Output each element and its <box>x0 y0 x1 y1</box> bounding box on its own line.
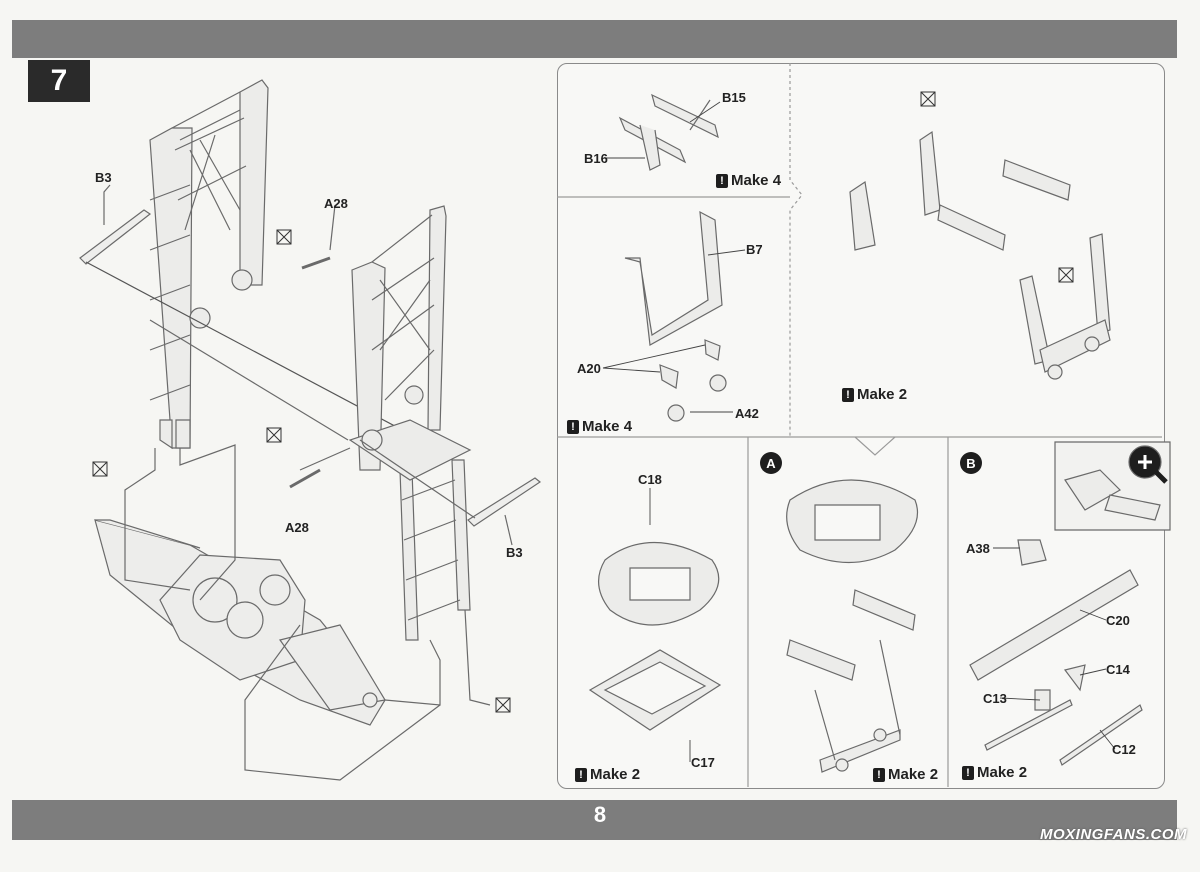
subassembly-b-marker: B <box>960 452 982 474</box>
header-band <box>12 20 1177 58</box>
page-number: 8 <box>593 802 607 827</box>
make-count: Make 2 <box>977 764 1028 781</box>
label-a28-top: A28 <box>324 196 348 211</box>
make-count: Make 4 <box>582 418 633 435</box>
make-note-b7: ! Make 4 <box>567 418 632 435</box>
attention-icon: ! <box>575 767 587 782</box>
label-a42: A42 <box>735 406 759 421</box>
label-a28-bottom: A28 <box>285 520 309 535</box>
make-count: Make 2 <box>857 386 908 403</box>
label-b7: B7 <box>746 242 763 257</box>
footer-band <box>12 800 1177 840</box>
label-a38: A38 <box>966 541 990 556</box>
attention-icon: ! <box>716 173 728 188</box>
make-count: Make 4 <box>731 172 782 189</box>
attention-icon: ! <box>962 765 974 780</box>
subassembly-a-marker: A <box>760 452 782 474</box>
make-note-frame: ! Make 2 <box>842 386 907 403</box>
attention-icon: ! <box>842 387 854 402</box>
attention-icon: ! <box>873 767 885 782</box>
make-note-b15: ! Make 4 <box>716 172 781 189</box>
label-a20: A20 <box>577 361 601 376</box>
gun-chassis <box>94 519 386 726</box>
label-b3-left: B3 <box>95 170 112 185</box>
make-note-b: ! Make 2 <box>962 764 1027 781</box>
label-c13: C13 <box>983 691 1007 706</box>
label-c18: C18 <box>638 472 662 487</box>
label-c20: C20 <box>1106 613 1130 628</box>
make-note-c18: ! Make 2 <box>575 766 640 783</box>
watermark: MOXINGFANS.COM <box>1040 826 1188 843</box>
right-tower <box>348 205 472 641</box>
label-b15: B15 <box>722 90 746 105</box>
label-b3-right: B3 <box>506 545 523 560</box>
left-tower <box>149 79 269 450</box>
label-c14: C14 <box>1106 662 1130 677</box>
make-count: Make 2 <box>888 766 939 783</box>
label-b16: B16 <box>584 151 608 166</box>
label-c12: C12 <box>1112 742 1136 757</box>
make-note-a: ! Make 2 <box>873 766 938 783</box>
attention-icon: ! <box>567 419 579 434</box>
label-c17: C17 <box>691 755 715 770</box>
make-count: Make 2 <box>590 766 641 783</box>
step-number: 7 <box>28 60 90 102</box>
